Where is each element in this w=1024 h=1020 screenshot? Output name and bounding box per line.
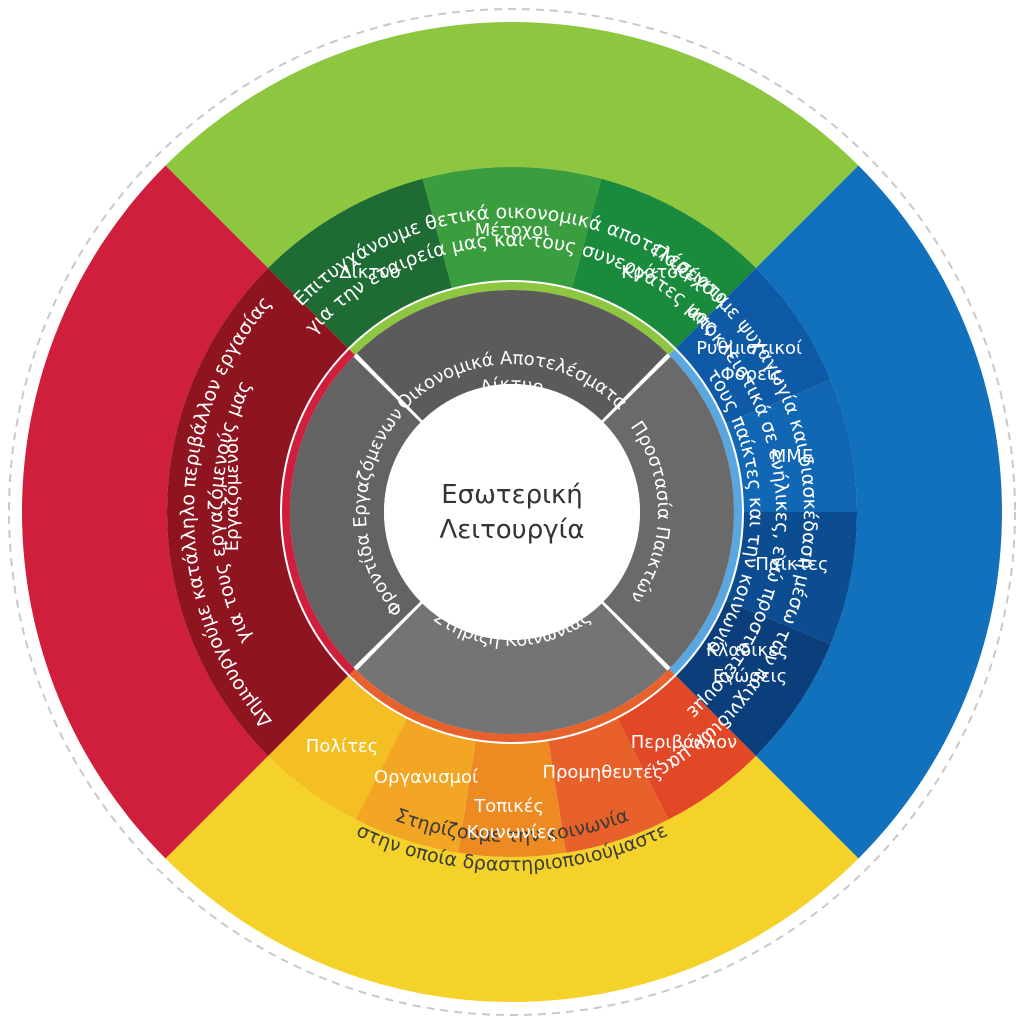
middle-segment-bottom-4 — [355, 718, 476, 853]
mid-top-label-1: Δίκτυο — [339, 262, 400, 283]
accent-top — [349, 282, 675, 356]
accent-bottom — [349, 668, 675, 742]
inner-ring-segment-2 — [603, 356, 734, 668]
middle-segment-left-1 — [167, 268, 348, 756]
middle-segment-bottom-2 — [548, 718, 669, 853]
mid-left-label-1: Εργαζόμενοι — [222, 437, 243, 551]
mid-right-label-1: Ρυθμιστικοί Φορείς — [696, 338, 808, 385]
mid-bottom-label-3a: Τοπικές — [473, 796, 544, 817]
inner-top-line-2: Δίκτυο — [478, 374, 545, 399]
mid-right-label-1b: Φορείς — [721, 364, 784, 385]
outer-segment-bottom — [165, 755, 859, 1002]
middle-segment-top-3 — [572, 178, 756, 348]
outer-segment-left — [22, 165, 269, 859]
inner-ring-segment-4 — [290, 356, 421, 668]
middle-segment-bottom-5 — [268, 676, 407, 820]
middle-segment-bottom-3 — [458, 741, 566, 858]
outer-segment-top — [165, 22, 859, 269]
middle-segment-top-2 — [422, 167, 602, 288]
outer-segment-right — [755, 165, 1002, 859]
mid-right-label-2: ΜΜΕ — [771, 446, 813, 467]
inner-ring-segment-1 — [356, 290, 668, 421]
mid-bottom-label-2: Οργανισμοί — [374, 767, 478, 788]
mid-bottom-label-3b: Κοινωνίες — [467, 822, 557, 843]
mid-right-label-1a: Ρυθμιστικοί — [696, 338, 802, 359]
middle-segment-right-3 — [726, 512, 857, 645]
mid-right-label-4b: Ενώσεις — [713, 666, 787, 687]
mid-right-label-4a: Κλαδικές — [706, 640, 788, 661]
center-line-1: Εσωτερική — [441, 480, 583, 510]
mid-bottom-label-5: Περιβάλλον — [631, 732, 738, 753]
middle-segment-bottom-1 — [617, 676, 756, 820]
mid-top-label-2: Μέτοχοι — [475, 220, 550, 241]
mid-bottom-label-4: Προμηθευτές — [542, 762, 663, 783]
mid-right-label-3: Παίκτες — [755, 554, 828, 575]
dashed-border — [8, 8, 1016, 1016]
mid-bottom-label-3: Τοπικές Κοινωνίες — [467, 796, 557, 843]
middle-segment-right-4 — [676, 600, 831, 756]
middle-segment-top-1 — [268, 178, 452, 348]
mid-right-label-4: Κλαδικές Ενώσεις — [706, 640, 794, 687]
mid-bottom-label-1: Πολίτες — [306, 736, 378, 757]
center-line-2: Λειτουργία — [439, 515, 584, 545]
wheel-segments — [22, 22, 1002, 1002]
middle-segment-right-2 — [726, 379, 858, 512]
mid-top-label-3: Κράτος — [621, 262, 689, 283]
inner-ring — [290, 290, 734, 734]
middle-segment-right-1 — [676, 268, 831, 424]
inner-ring-segment-3 — [356, 603, 668, 734]
accent-right — [668, 349, 742, 675]
inner-ring-accents — [282, 282, 742, 742]
center-circle — [384, 384, 640, 640]
accent-left — [282, 349, 356, 675]
